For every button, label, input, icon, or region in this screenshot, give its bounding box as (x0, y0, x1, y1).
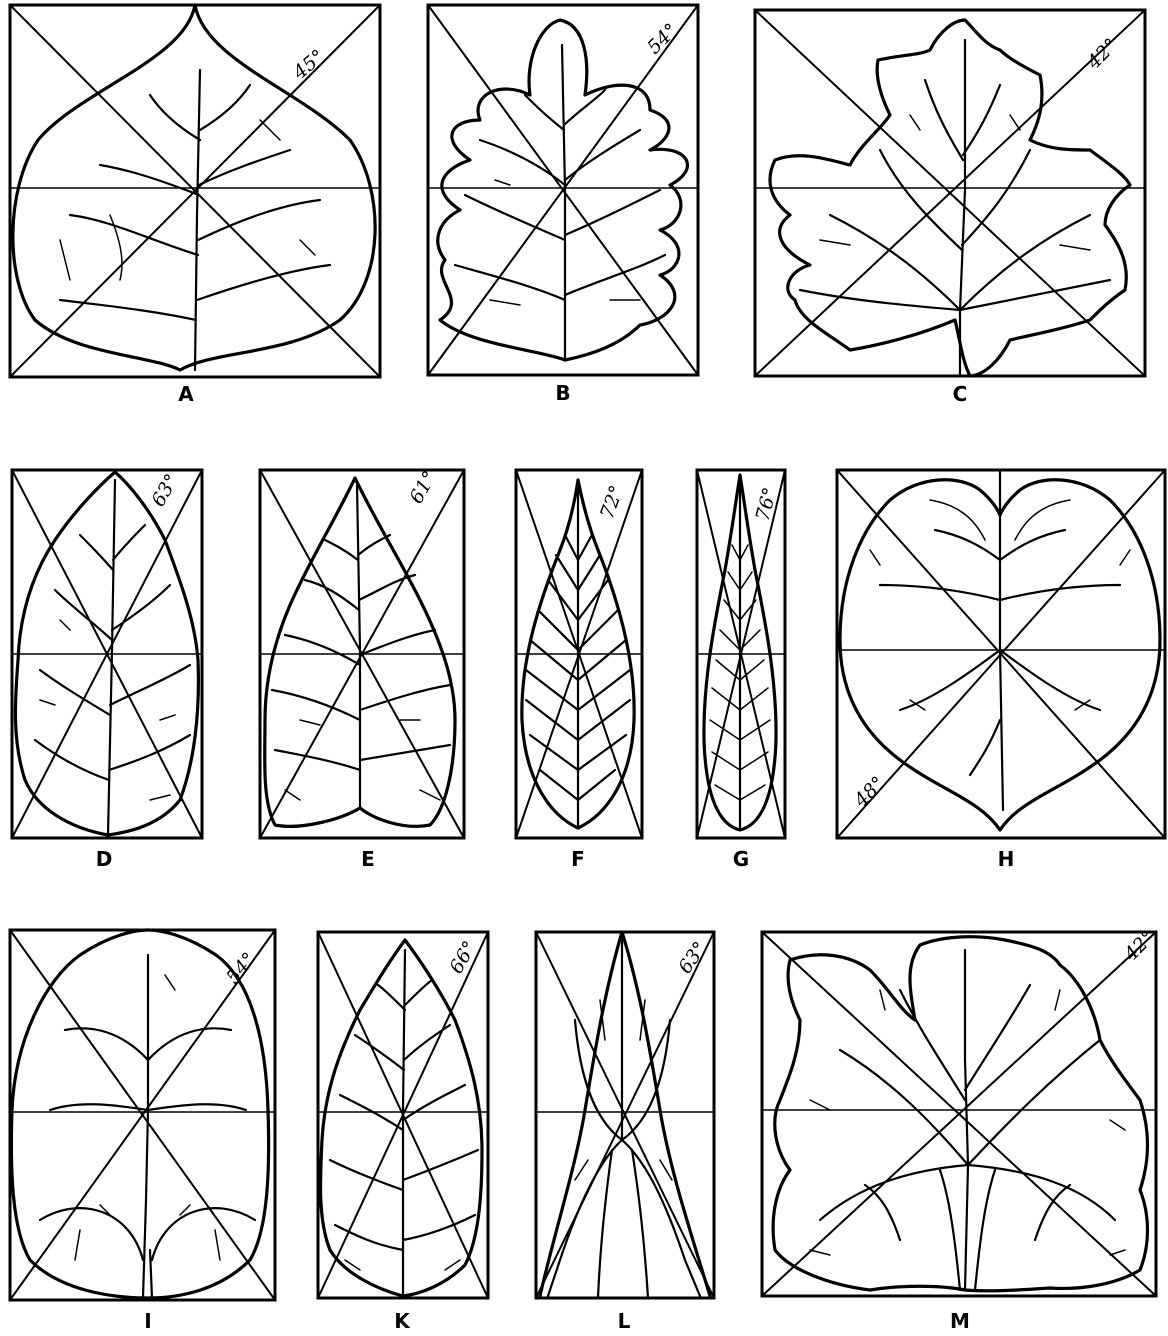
panel-label-e: E (361, 847, 375, 871)
angle-label-b: 54° (643, 19, 682, 58)
angle-label-h: 48° (849, 772, 889, 812)
panel-d: 63° D (12, 470, 202, 871)
angle-label-l: 63° (674, 938, 711, 978)
panel-b: 54° B (428, 5, 698, 405)
panel-g: 76° G (697, 470, 785, 871)
panel-k: 66° K (318, 932, 488, 1333)
panel-m: 42° M (762, 926, 1159, 1333)
panel-label-i: I (144, 1309, 151, 1333)
angle-label-c: 42° (1082, 34, 1122, 74)
panel-label-l: L (618, 1309, 631, 1333)
panel-e: 61° E (260, 467, 464, 871)
panel-f: 72° F (516, 470, 642, 871)
angle-label-f: 72° (596, 483, 628, 522)
angle-label-k: 66° (445, 937, 481, 977)
panel-label-g: G (733, 847, 749, 871)
panel-label-f: F (571, 847, 585, 871)
panel-h: 48° H (837, 470, 1165, 871)
panel-label-d: D (96, 847, 113, 871)
angle-label-i: 54° (222, 948, 261, 988)
panel-label-a: A (178, 382, 194, 406)
angle-label-g: 76° (752, 485, 782, 523)
panel-label-h: H (998, 847, 1015, 871)
panel-label-b: B (555, 381, 570, 405)
panel-a: 45° A (10, 5, 380, 406)
panel-c: 42° C (755, 10, 1145, 406)
angle-label-e: 61° (405, 467, 441, 507)
panel-l: 63° L (536, 932, 714, 1333)
panel-label-k: K (394, 1309, 411, 1333)
angle-label-a: 45° (288, 45, 329, 84)
angle-label-d: 63° (147, 470, 183, 510)
panel-i: 54° I (10, 930, 275, 1333)
panel-label-m: M (950, 1309, 970, 1333)
panel-label-c: C (953, 382, 968, 406)
